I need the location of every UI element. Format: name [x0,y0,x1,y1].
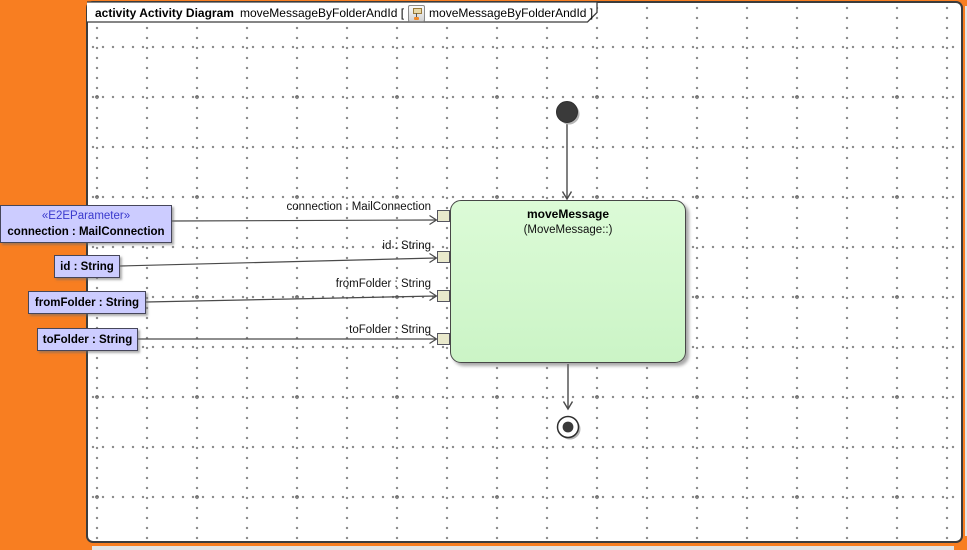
parameter-node-tofolder[interactable]: toFolder : String [37,328,138,351]
icon-glyph-stem [416,12,418,17]
parameter-name: fromFolder : String [34,296,140,309]
window-bottom-gutter [92,546,954,550]
frame-ref-label: moveMessageByFolderAndId ] [429,6,594,20]
parameter-node-id[interactable]: id : String [54,255,120,278]
frame-title[interactable]: activity Activity Diagram moveMessageByF… [88,3,598,23]
frame-kind-label: activity Activity Diagram [95,6,234,20]
action-qualifier: (MoveMessage::) [523,224,613,236]
activity-diagram-icon [408,4,426,22]
action-movemessage[interactable]: moveMessage (MoveMessage::) [450,200,686,363]
input-pin-connection[interactable] [437,210,450,222]
edge-label-id[interactable]: id : String [382,240,431,252]
icon-glyph-base [414,16,420,20]
parameter-name: id : String [60,260,114,273]
edge-label-tofolder[interactable]: toFolder : String [349,324,431,336]
diagram-canvas[interactable] [86,1,963,543]
input-pin-tofolder[interactable] [437,333,450,345]
window-right-gutter [965,6,967,536]
icon-glyph-top [413,7,423,14]
parameter-node-connection[interactable]: «E2EParameter» connection : MailConnecti… [0,205,172,243]
parameter-name: connection : MailConnection [7,226,165,238]
action-name: moveMessage [526,207,610,221]
parameter-node-fromfolder[interactable]: fromFolder : String [28,291,146,314]
edge-label-connection[interactable]: connection : MailConnection [286,201,431,213]
parameter-name: toFolder : String [42,333,133,346]
parameter-stereotype: «E2EParameter» [41,210,131,222]
input-pin-id[interactable] [437,251,450,263]
edge-label-fromfolder[interactable]: fromFolder : String [335,278,431,290]
input-pin-fromfolder[interactable] [437,290,450,302]
frame-name-label: moveMessageByFolderAndId [ [239,6,405,20]
